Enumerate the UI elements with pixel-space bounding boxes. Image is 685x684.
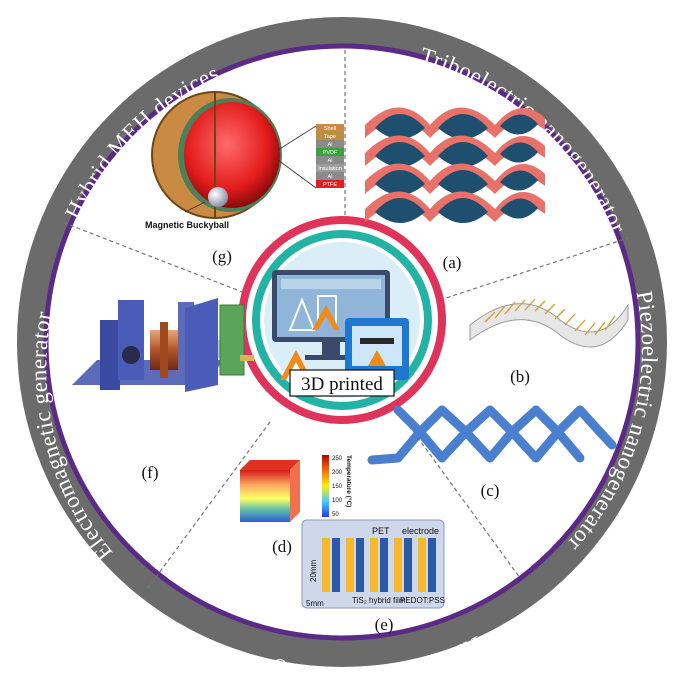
panel-e-width: 5mm xyxy=(306,599,324,608)
panel-a-illustration xyxy=(365,107,545,223)
svg-text:200: 200 xyxy=(332,470,343,476)
panel-e-pet: PET xyxy=(372,526,390,536)
svg-text:Shell: Shell xyxy=(324,126,336,132)
panel-d-illustration: 250 200 150 100 50 Temperature (°C) xyxy=(240,455,353,522)
svg-text:100: 100 xyxy=(332,498,343,504)
svg-text:Insulation: Insulation xyxy=(318,166,342,172)
panel-e-pedot: PEDOT:PSS xyxy=(400,596,445,605)
panel-d-colorbar-title: Temperature (°C) xyxy=(345,455,353,507)
svg-text:Tape: Tape xyxy=(324,134,336,140)
panel-g-illustration: Shell Tape Al PVDF Al Insulation Al PTFE… xyxy=(145,91,344,230)
panel-b-illustration xyxy=(469,298,629,348)
panel-d-colorbar xyxy=(322,455,329,517)
panel-label-b: (b) xyxy=(510,367,530,386)
panel-e-height: 20mm xyxy=(309,559,318,582)
svg-text:Al: Al xyxy=(328,158,333,164)
svg-text:PVDF: PVDF xyxy=(323,150,338,156)
panel-f-illustration xyxy=(72,298,254,392)
panel-d-colorbar-ticks: 250 200 150 100 50 xyxy=(332,456,343,518)
panel-e-film: TiS₂ hybrid film xyxy=(352,596,406,605)
section-separators xyxy=(61,48,629,589)
panel-label-g: (g) xyxy=(212,247,232,266)
center-label-box xyxy=(289,369,395,397)
panel-g-layer-legend: Shell Tape Al PVDF Al Insulation Al PTFE xyxy=(316,124,344,188)
svg-text:150: 150 xyxy=(332,484,343,490)
panel-label-f: (f) xyxy=(142,463,159,482)
svg-text:250: 250 xyxy=(332,456,343,462)
svg-text:50: 50 xyxy=(332,512,339,518)
panel-e-illustration: PET electrode 20mm 5mm TiS₂ hybrid film … xyxy=(301,519,445,609)
svg-text:Al: Al xyxy=(328,174,333,180)
panel-label-a: (a) xyxy=(443,253,462,272)
svg-text:Al: Al xyxy=(328,142,333,148)
panel-label-d: (d) xyxy=(272,537,292,556)
panel-e-electrode: electrode xyxy=(402,526,439,536)
center-label: 3D printed xyxy=(301,374,383,395)
svg-text:PTFE: PTFE xyxy=(323,182,337,188)
purple-ring xyxy=(43,43,641,641)
panel-c-illustration xyxy=(367,405,617,465)
center-emblem: 3D printed xyxy=(238,216,446,424)
panel-g-annotation: Magnetic Buckyball xyxy=(145,220,229,230)
panel-label-c: (c) xyxy=(481,481,500,500)
panel-label-e: (e) xyxy=(375,615,394,634)
